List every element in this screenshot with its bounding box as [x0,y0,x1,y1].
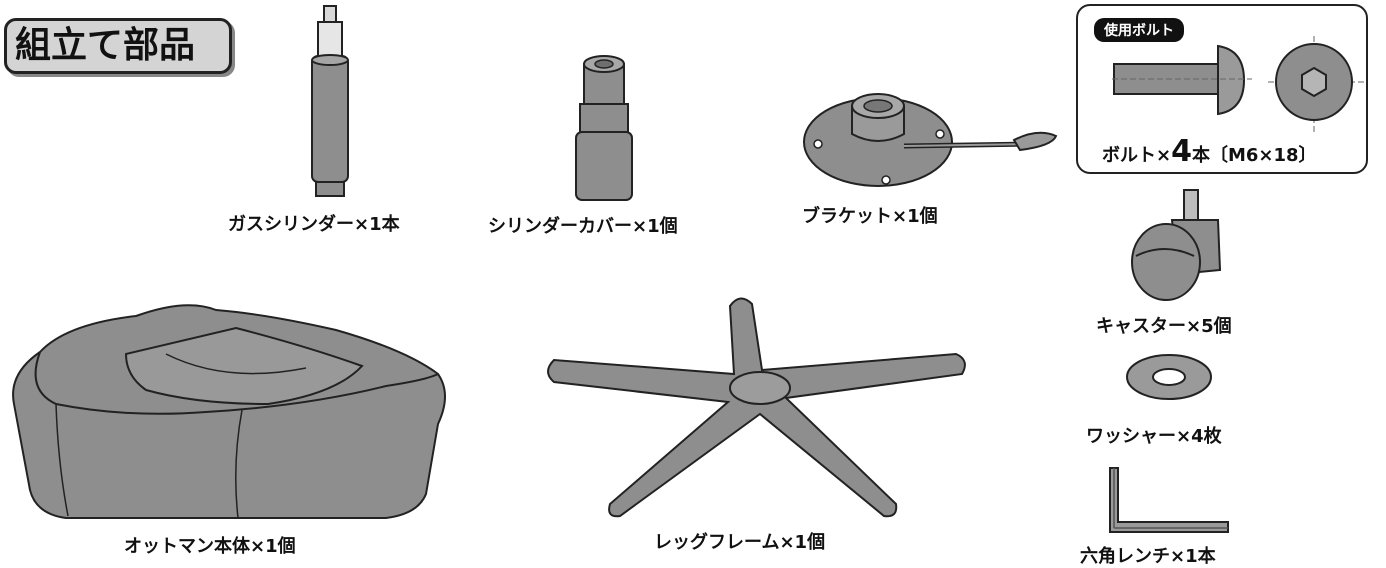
ottoman-body-label: オットマン本体×1個 [124,536,296,557]
gas-cylinder-illustration [311,5,349,197]
bolt-side-view-illustration [1112,44,1252,116]
gas-cylinder-label: ガスシリンダー×1本 [228,214,400,235]
ottoman-body-illustration [12,304,446,519]
bolt-box: 使用ボルト ボルト×4本〔M6×18〕 [1076,4,1368,174]
hex-wrench-label: 六角レンチ×1本 [1080,546,1216,567]
washer-illustration [1126,354,1212,400]
bolt-label-prefix: ボルト× [1102,145,1172,166]
caster-label: キャスター×5個 [1096,316,1232,337]
washer-label: ワッシャー×4枚 [1086,426,1222,447]
bolt-head-view-illustration [1268,36,1364,132]
bolt-box-tag: 使用ボルト [1094,18,1184,42]
cylinder-cover-label: シリンダーカバー×1個 [488,216,678,237]
bolt-box-label: ボルト×4本〔M6×18〕 [1102,134,1317,169]
leg-frame-illustration [547,297,966,518]
bolt-label-count: 4 [1171,134,1192,169]
hex-wrench-illustration [1109,467,1229,533]
page-title: 組立て部品 [4,18,232,74]
bolt-label-suffix: 本〔M6×18〕 [1191,145,1317,166]
bracket-illustration [803,93,1058,187]
leg-frame-label: レッグフレーム×1個 [654,532,826,553]
cylinder-cover-illustration [575,55,633,201]
caster-illustration [1131,189,1222,301]
bracket-label: ブラケット×1個 [802,206,938,227]
